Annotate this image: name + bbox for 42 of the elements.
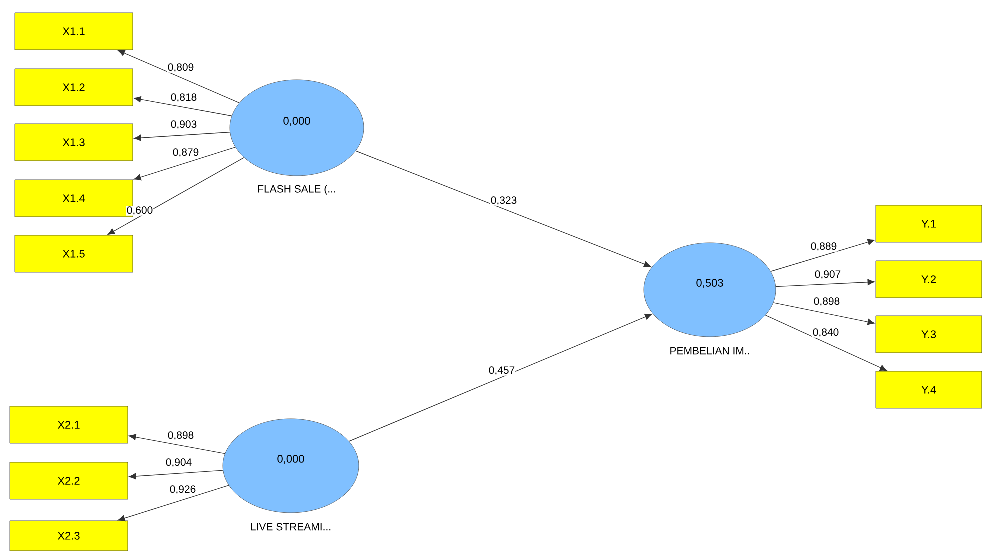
edge-label: 0,879	[172, 148, 200, 158]
edge-label: 0,600	[126, 206, 154, 216]
indicator-box: X1.1	[14, 12, 134, 50]
indicator-box: Y.2	[876, 260, 982, 298]
variable-name: FLASH SALE (...	[258, 185, 336, 195]
indicator-box: X2.3	[10, 520, 128, 551]
indicator-box: X2.2	[10, 462, 128, 500]
edge-label: 0,457	[488, 366, 516, 376]
edge-label: 0,898	[813, 297, 841, 307]
indicator-box: Y.4	[876, 371, 982, 409]
arrow	[765, 315, 888, 372]
edge-label: 0,840	[812, 328, 840, 338]
edge-label: 0,818	[170, 93, 198, 103]
edge-label: 0,898	[167, 431, 195, 441]
indicator-box: X1.5	[14, 235, 134, 273]
edge-label: 0,323	[490, 196, 518, 206]
edge-label: 0,889	[810, 242, 838, 252]
arrow	[770, 239, 875, 272]
arrow	[129, 434, 226, 454]
indicator-box: X1.2	[14, 68, 134, 106]
arrow	[118, 485, 230, 522]
edge-label: 0,926	[169, 485, 197, 495]
edge-label: 0,904	[165, 458, 193, 468]
indicator-box: Y.1	[876, 205, 982, 243]
arrow	[134, 147, 236, 181]
arrow	[118, 50, 240, 104]
edge-label: 0,907	[814, 270, 842, 280]
arrow	[356, 150, 652, 268]
arrow	[134, 132, 230, 142]
arrow	[134, 96, 232, 116]
arrow	[129, 470, 224, 480]
indicator-box: Y.3	[876, 316, 982, 354]
edge-label: 0,903	[170, 120, 198, 130]
arrow	[773, 302, 875, 326]
edge-label: 0,809	[167, 63, 195, 73]
arrow	[108, 157, 245, 236]
indicator-box: X2.1	[10, 406, 128, 444]
indicator-box: X1.3	[14, 124, 134, 162]
variable-name: PEMBELIAN IM..	[670, 347, 750, 355]
variable-name: LIVE STREAMI...	[251, 523, 331, 531]
arrow	[348, 314, 652, 442]
arrow	[776, 279, 875, 288]
